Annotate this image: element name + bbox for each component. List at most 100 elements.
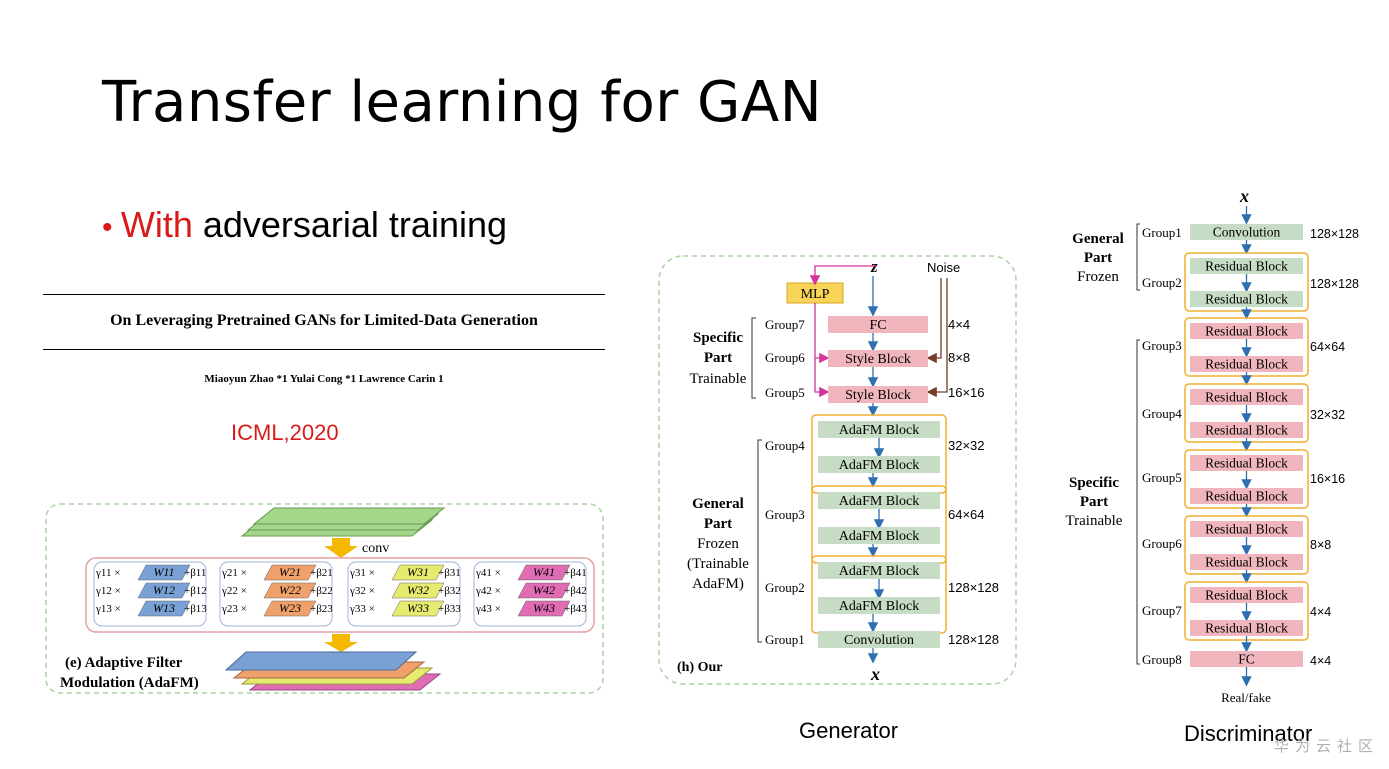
block-box xyxy=(1190,323,1303,339)
disc-specific-bracket xyxy=(1136,339,1140,665)
specific-label-2: Part xyxy=(704,350,732,366)
generator-static: z Noise MLP Specific Part Trainable Gene… xyxy=(677,257,960,684)
group-label: Group1 xyxy=(1142,225,1182,240)
adafm-gamma-label: γ12 × xyxy=(95,585,121,597)
generator-caption: (h) Our xyxy=(677,660,723,675)
adafm-gamma-label: γ33 × xyxy=(349,603,375,615)
conv-label: conv xyxy=(362,541,389,556)
adafm-weight-label: W21 xyxy=(279,565,301,579)
group-label: Group4 xyxy=(765,438,805,453)
general-label-5: AdaFM) xyxy=(692,576,744,592)
block-box xyxy=(818,597,940,614)
disc-specific-label-1: Specific xyxy=(1069,475,1119,491)
mlp-label: MLP xyxy=(801,287,830,302)
size-label: 128×128 xyxy=(1310,227,1359,241)
disc-specific-label-3: Trainable xyxy=(1066,513,1123,529)
adafm-filter-shape xyxy=(391,582,445,599)
adafm-beta-label: +β43 xyxy=(564,603,587,615)
down-arrow-icon-2 xyxy=(324,634,358,652)
adafm-beta-label: +β33 xyxy=(438,603,461,615)
specific-label-3: Trainable xyxy=(690,371,747,387)
block-box xyxy=(818,421,940,438)
size-label: 4×4 xyxy=(1310,654,1331,668)
size-label: 32×32 xyxy=(1310,408,1345,422)
block-label: Convolution xyxy=(844,633,914,648)
block-label: Style Block xyxy=(845,388,911,403)
block-box xyxy=(828,350,928,367)
block-label: Residual Block xyxy=(1205,423,1288,438)
block-label: FC xyxy=(869,318,886,333)
block-label: Residual Block xyxy=(1205,489,1288,504)
adafm-gamma-label: γ22 × xyxy=(221,585,247,597)
group-label: Group5 xyxy=(1142,470,1182,485)
adafm-filter-shape xyxy=(517,582,571,599)
adafm-weight-label: W23 xyxy=(279,601,301,615)
group-label: Group7 xyxy=(1142,603,1182,618)
general-label-1: General xyxy=(692,496,744,512)
adafm-filter-shape xyxy=(391,600,445,617)
slide-title: Transfer learning for GAN xyxy=(102,70,823,135)
block-label: FC xyxy=(1238,652,1255,667)
adafm-group-frame xyxy=(473,561,587,627)
paper-top-rule xyxy=(43,294,605,295)
generator-caption-label: Generator xyxy=(799,718,899,743)
size-label: 128×128 xyxy=(948,580,999,595)
block-label: Residual Block xyxy=(1205,555,1288,570)
group-label: Group8 xyxy=(1142,652,1182,667)
discriminator-caption-label: Discriminator xyxy=(1184,721,1313,746)
disc-output-label: Real/fake xyxy=(1221,690,1271,705)
adafm-gamma-label: γ41 × xyxy=(475,567,501,579)
adafm-weight-label: W13 xyxy=(153,601,175,615)
adafm-filter-shape xyxy=(391,564,445,581)
adafm-filter-shape xyxy=(137,564,191,581)
block-label: Residual Block xyxy=(1205,588,1288,603)
bullet-highlight: With xyxy=(120,204,193,245)
general-label-2: Part xyxy=(704,516,732,532)
adafm-beta-label: +β11 xyxy=(184,567,206,579)
adafm-weight-label: W12 xyxy=(153,583,175,597)
block-box xyxy=(1190,224,1303,240)
adafm-beta-label: +β23 xyxy=(310,603,333,615)
block-label: Residual Block xyxy=(1205,390,1288,405)
adafm-groups-frame xyxy=(85,557,595,633)
size-label: 16×16 xyxy=(948,385,985,400)
block-box xyxy=(818,631,940,648)
generator-dashed-frame xyxy=(658,255,1017,685)
disc-specific-label-2: Part xyxy=(1080,494,1108,510)
adafm-filter-shape xyxy=(263,600,317,617)
x-output-label: x xyxy=(870,664,880,684)
noise-label: Noise xyxy=(927,260,960,275)
adafm-beta-label: +β12 xyxy=(184,585,207,597)
group-label: Group2 xyxy=(1142,275,1182,290)
generator-diagram: z Noise MLP Specific Part Trainable Gene… xyxy=(658,255,1017,685)
noise-to-group5-arrow xyxy=(926,278,948,398)
block-box xyxy=(1190,356,1303,372)
group-label: Group3 xyxy=(1142,338,1182,353)
size-label: 64×64 xyxy=(1310,340,1345,354)
adafm-gamma-label: γ42 × xyxy=(475,585,501,597)
size-label: 32×32 xyxy=(948,438,985,453)
block-box xyxy=(1190,422,1303,438)
adafm-beta-label: +β42 xyxy=(564,585,587,597)
adafm-filter-shape xyxy=(517,600,571,617)
adafm-group-frame xyxy=(347,561,461,627)
adafm-filter-shape xyxy=(263,582,317,599)
adafm-weight-label: W11 xyxy=(153,565,174,579)
block-label: Residual Block xyxy=(1205,357,1288,372)
discriminator-diagram: x General Part Frozen Specific Part Trai… xyxy=(1066,186,1360,705)
block-box xyxy=(1190,455,1303,471)
block-box xyxy=(1190,521,1303,537)
block-box xyxy=(1190,620,1303,636)
paper-venue: ICML,2020 xyxy=(231,420,339,445)
bullet-text: adversarial training xyxy=(192,204,507,245)
disc-x-input-label: x xyxy=(1239,186,1249,206)
block-box xyxy=(1190,651,1303,667)
paper-title: On Leveraging Pretrained GANs for Limite… xyxy=(110,312,538,329)
block-label: Residual Block xyxy=(1205,324,1288,339)
general-bracket xyxy=(757,439,762,643)
adafm-weight-label: W43 xyxy=(533,601,555,615)
